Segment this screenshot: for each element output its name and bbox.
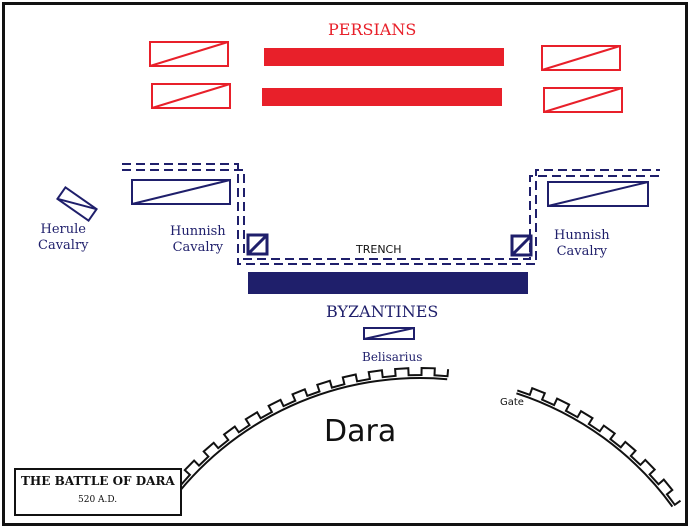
city-wall-east-inner [516,392,674,508]
city-wall-east [516,386,682,507]
byzantines-label: BYZANTINES [326,302,439,321]
map-frame [2,2,688,526]
persian-left-wing-rear [151,83,231,109]
trench-label: TRENCH [356,243,402,256]
city-wall-west-inner [166,377,448,508]
byzantine-main-line [248,272,528,294]
map-date: 520 A.D. [78,495,118,505]
trench-lines [122,163,660,265]
persian-left-wing-front [149,41,229,67]
hunnish-cavalry-left-unit [131,179,231,205]
belisarius-unit [363,327,415,340]
hunnish-cavalry-right-unit [547,181,649,207]
city-wall-west [164,366,450,506]
map-title: THE BATTLE OF DARA [21,474,175,488]
herule-cavalry-unit [56,185,98,223]
trench-corner-unit-right [510,234,533,257]
persians-label: PERSIANS [328,20,417,39]
persian-center-line-rear [262,88,502,106]
gate-label: Gate [500,397,524,408]
hunnish-cavalry-left-label: Hunnish Cavalry [170,224,226,255]
title-box: THE BATTLE OF DARA 520 A.D. [14,468,182,516]
trench-corner-unit-left [246,233,269,256]
city-label: Dara [324,414,397,449]
dara-city-walls [164,366,682,508]
persian-right-wing-rear [543,87,623,113]
herule-cavalry-label: Herule Cavalry [38,222,89,253]
persian-center-line-front [264,48,504,66]
hunnish-cavalry-right-label: Hunnish Cavalry [554,228,610,259]
persian-right-wing-front [541,45,621,71]
belisarius-label: Belisarius [362,350,423,364]
